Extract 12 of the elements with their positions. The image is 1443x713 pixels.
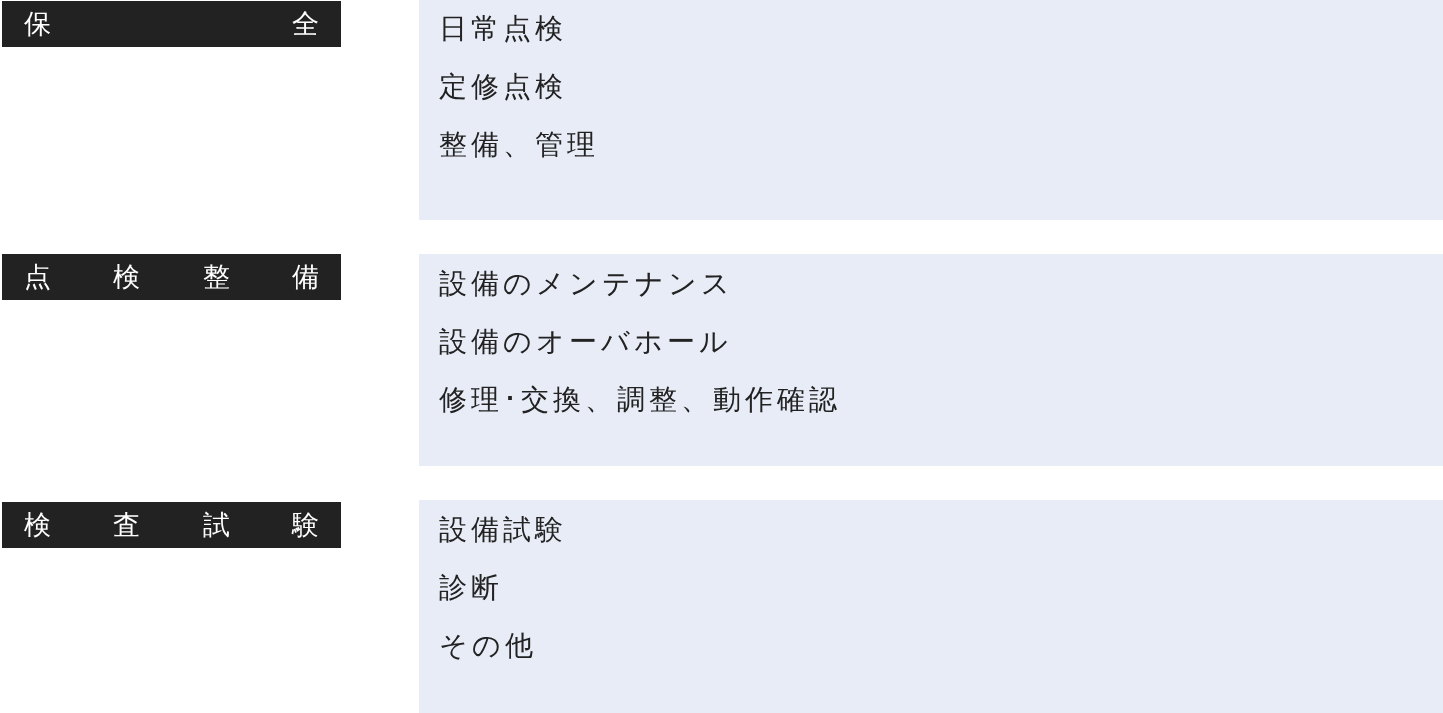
list-item: 定修点検 (439, 69, 567, 105)
list-item: 日常点検 (439, 11, 567, 47)
list-item: 診断 (439, 570, 503, 606)
list-item: 設備のオーバホール (439, 324, 732, 360)
label-bar: 検査試験 (2, 502, 341, 548)
list-item: 設備試験 (439, 512, 567, 548)
list-item: 整備、管理 (439, 127, 599, 163)
label-bar: 点検整備 (2, 254, 341, 300)
list-item: 設備のメンテナンス (439, 266, 734, 302)
list-item: 修理･交換、調整、動作確認 (439, 382, 841, 418)
list-item: その他 (439, 628, 537, 664)
label-bar: 保全 (2, 1, 341, 47)
